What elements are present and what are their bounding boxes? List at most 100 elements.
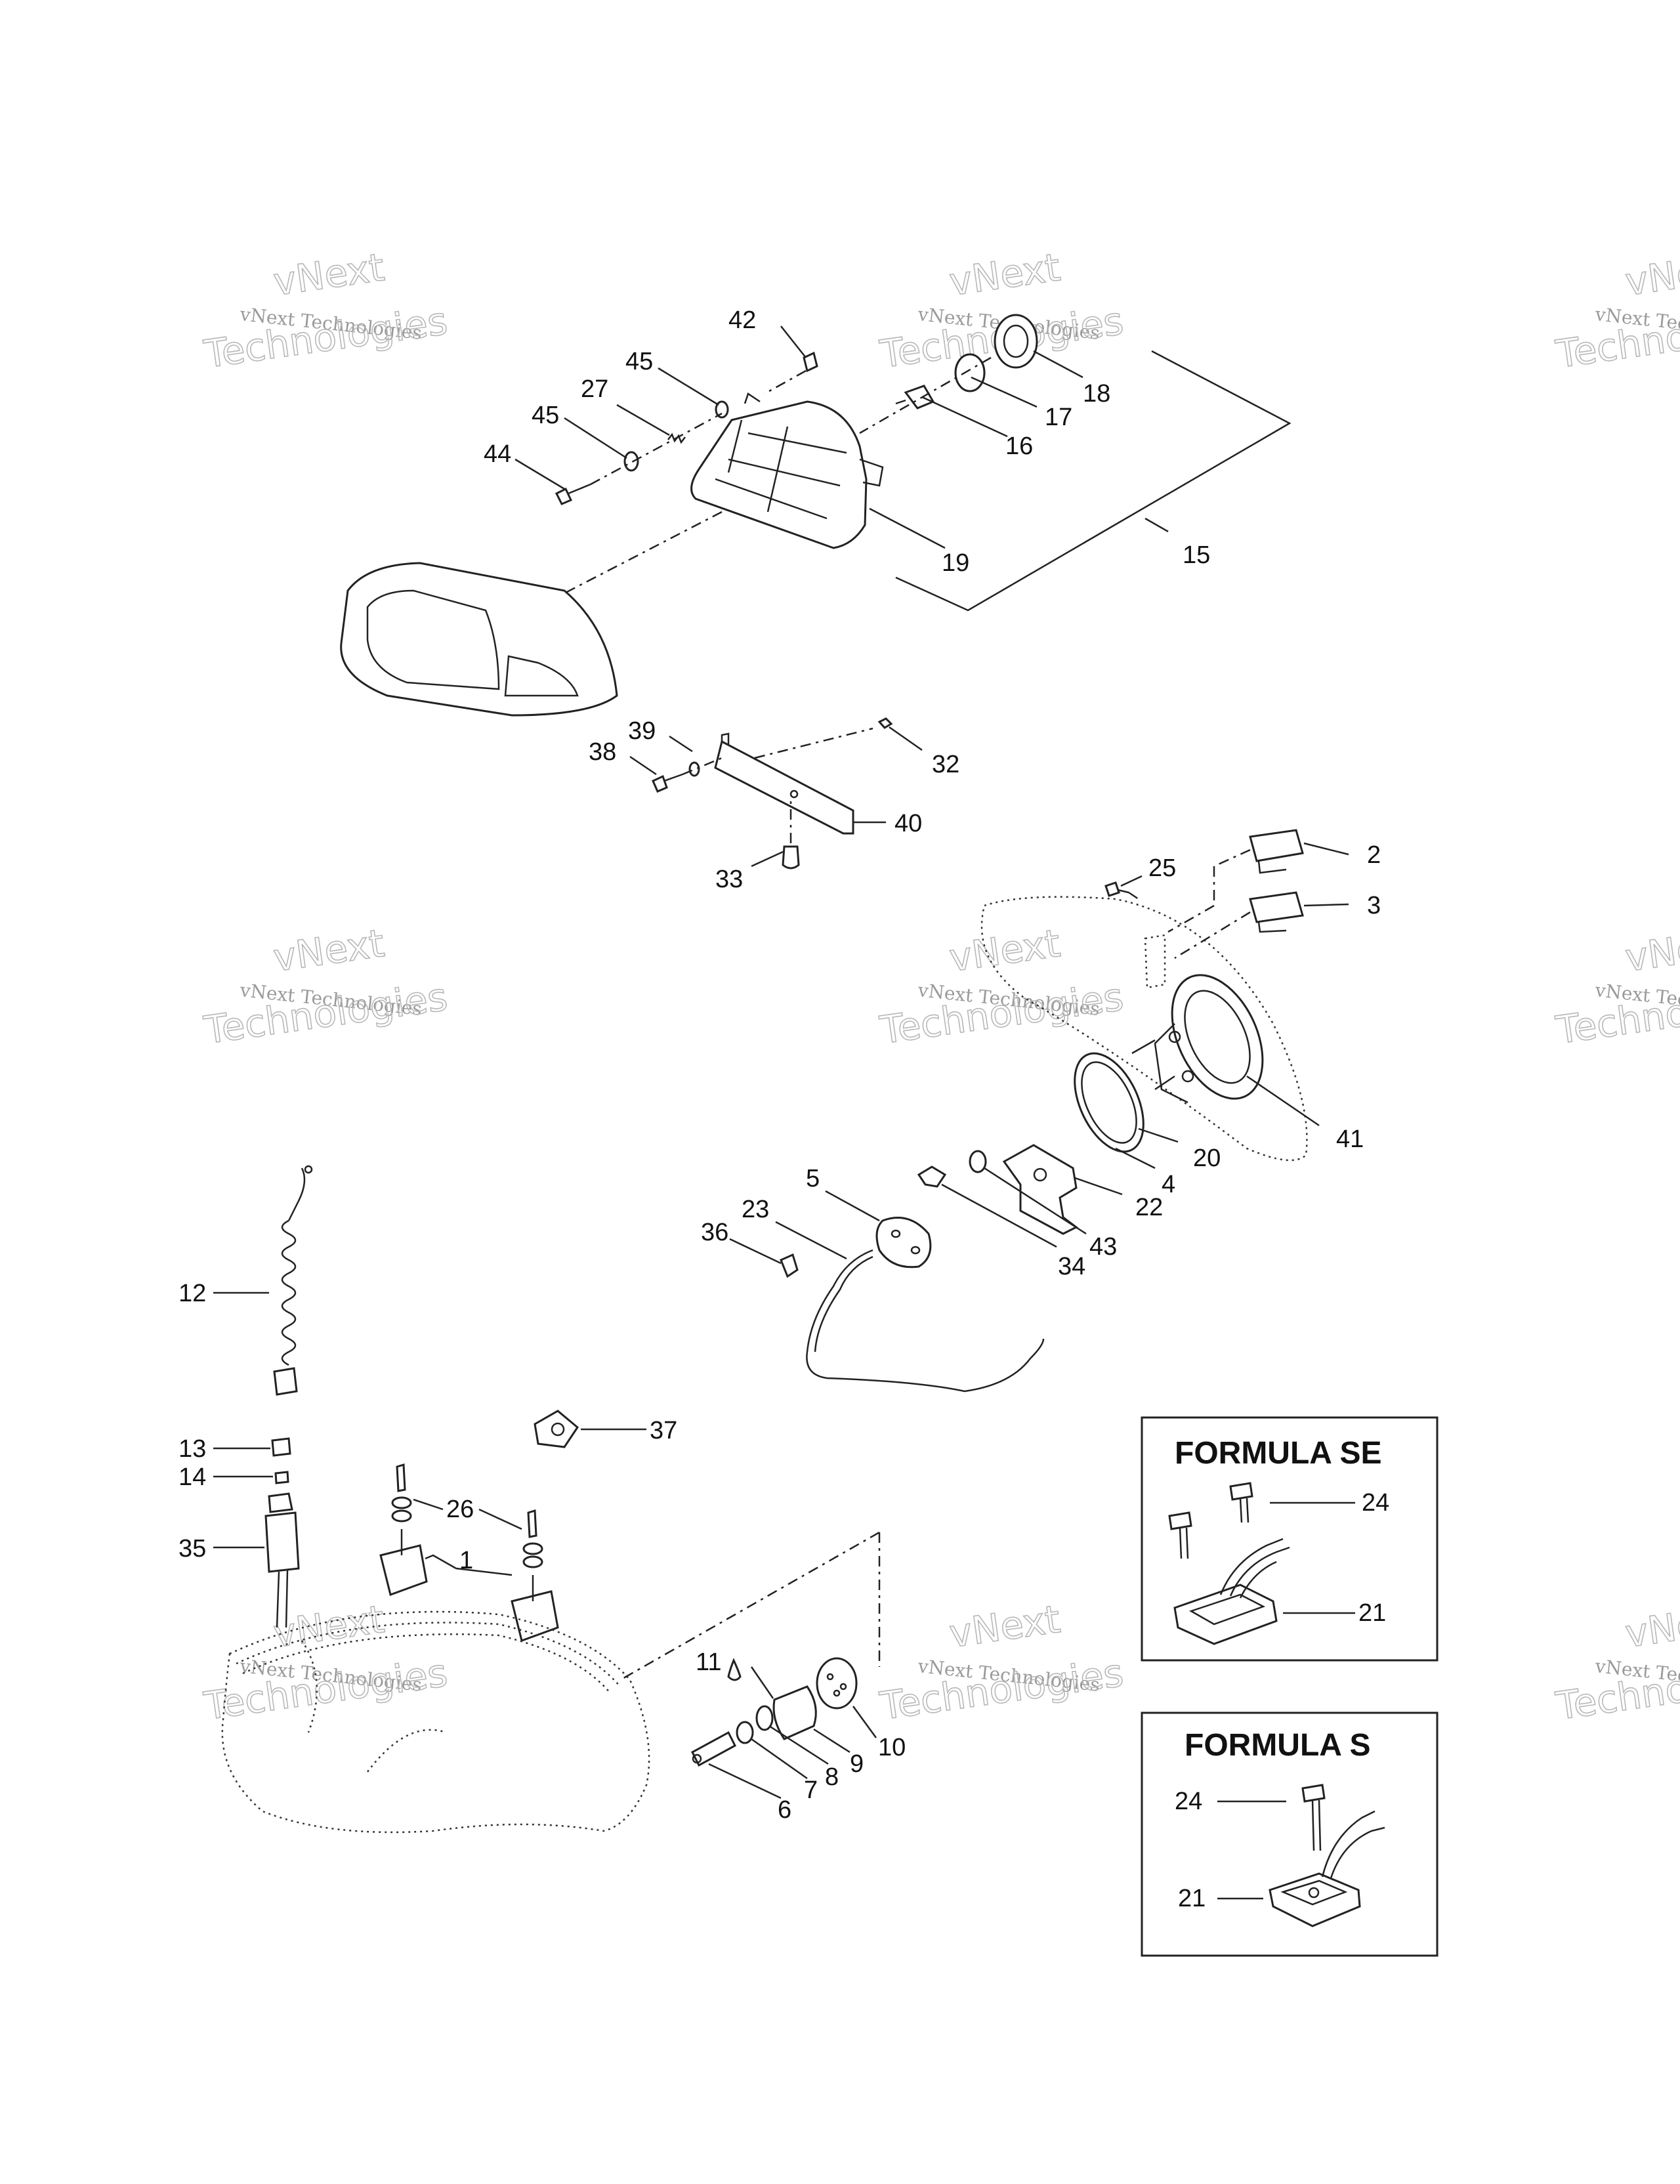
support-pad-left xyxy=(379,1463,428,1596)
watermark-top-right: vNext vNext Technologies Technologies xyxy=(1553,244,1680,377)
watermark-mid-left: vNext vNext Technologies Technologies xyxy=(201,920,451,1053)
callout-2: 2 xyxy=(1367,841,1381,869)
watermark-text: vNext xyxy=(1622,245,1680,304)
dust-cap xyxy=(994,314,1038,369)
o-ring-20 xyxy=(1074,1052,1144,1153)
callout-8: 8 xyxy=(825,1763,839,1791)
watermark-text: vNext xyxy=(270,1597,387,1656)
callout-26: 26 xyxy=(446,1496,474,1523)
support-pad-1 xyxy=(511,1590,559,1642)
watermark-text: Technologies xyxy=(877,975,1125,1053)
callout-39: 39 xyxy=(628,717,656,745)
callout-11: 11 xyxy=(696,1648,721,1676)
callout-7: 7 xyxy=(804,1776,818,1804)
tether-cord xyxy=(287,1167,306,1221)
washer-8 xyxy=(755,1705,774,1731)
bezel-outline xyxy=(340,562,618,717)
coil-cord-12 xyxy=(281,1219,297,1366)
assembly-bracket-line xyxy=(895,350,1292,612)
support-pad-1 xyxy=(379,1544,428,1596)
callout-19: 19 xyxy=(942,549,969,577)
callout-17: 17 xyxy=(1045,404,1072,431)
headlight-assembly xyxy=(524,314,1292,615)
callout-24: 24 xyxy=(1362,1489,1389,1517)
callout-42: 42 xyxy=(728,306,756,334)
gauge-bracket-22 xyxy=(1002,1144,1078,1235)
regulator-module xyxy=(1269,1872,1361,1927)
headlight-bulb xyxy=(895,385,935,410)
cable-23 xyxy=(806,1249,1045,1393)
bracket-40 xyxy=(714,740,854,835)
callout-33: 33 xyxy=(715,866,743,893)
callout-32: 32 xyxy=(932,751,959,778)
support-bracket xyxy=(652,717,893,870)
watermark-top-left: vNext vNext Technologies Technologies xyxy=(201,244,451,377)
headlight-housing xyxy=(690,400,868,549)
watermark-text: Technologies xyxy=(877,1650,1125,1729)
variant-title: FORMULA SE xyxy=(1175,1436,1382,1471)
washer-39 xyxy=(688,761,700,777)
switch-3 xyxy=(1249,891,1304,923)
watermark-mid-center: vNext vNext Technologies Technologies xyxy=(877,920,1127,1053)
screw-icon xyxy=(1301,1784,1326,1851)
nut-32 xyxy=(877,717,893,729)
callout-40: 40 xyxy=(894,810,922,837)
cap-13 xyxy=(271,1437,291,1457)
ignition-9 xyxy=(772,1685,817,1740)
washer-45 xyxy=(623,451,639,472)
variant-box-formula-s: FORMULA S 24 21 xyxy=(1141,1712,1438,1957)
connector-10 xyxy=(816,1657,858,1710)
watermark-text: vNext xyxy=(1622,1597,1680,1656)
switch-35 xyxy=(264,1511,300,1573)
callout-36: 36 xyxy=(701,1219,728,1246)
assembly-axis xyxy=(859,356,992,434)
callout-35: 35 xyxy=(178,1535,206,1563)
nut-7 xyxy=(736,1721,754,1744)
module-wires xyxy=(1321,1810,1376,1878)
watermark-text: vNext xyxy=(270,245,387,304)
screw-26 xyxy=(396,1463,406,1492)
callout-12: 12 xyxy=(178,1280,206,1307)
watermark-text: Technologies xyxy=(201,975,450,1053)
callout-9: 9 xyxy=(850,1750,864,1778)
module-wires xyxy=(1219,1538,1284,1595)
washer-43 xyxy=(969,1150,987,1173)
bulb-holder-5 xyxy=(875,1217,932,1269)
callout-20: 20 xyxy=(1193,1144,1221,1172)
callout-37: 37 xyxy=(650,1417,677,1444)
nut-42 xyxy=(803,351,818,373)
callout-16: 16 xyxy=(1005,432,1033,460)
watermark-text: vNext xyxy=(946,921,1062,980)
callout-25: 25 xyxy=(1148,854,1176,882)
callout-10: 10 xyxy=(878,1734,906,1761)
console-gauge xyxy=(780,829,1308,1393)
callout-23: 23 xyxy=(742,1196,769,1223)
callout-14: 14 xyxy=(178,1463,206,1491)
callout-45: 45 xyxy=(532,402,559,429)
watermark-text: vNext xyxy=(270,921,387,980)
callout-5: 5 xyxy=(806,1165,820,1192)
clip-37 xyxy=(534,1410,579,1448)
ignition-switch xyxy=(691,1657,858,1767)
callout-18: 18 xyxy=(1083,380,1110,408)
screw-44 xyxy=(555,483,591,505)
watermark-bottom-left: vNext vNext Technologies Technologies xyxy=(201,1596,451,1729)
assembly-axis xyxy=(524,511,723,615)
watermark-bottom-center: vNext vNext Technologies Technologies xyxy=(877,1596,1127,1729)
nut-14 xyxy=(274,1471,289,1484)
assembly-axis xyxy=(620,1531,880,1681)
washer-45 xyxy=(715,400,729,419)
screw-26 xyxy=(527,1509,537,1538)
callout-34: 34 xyxy=(1058,1253,1085,1280)
switch-cap xyxy=(268,1492,293,1513)
callout-13: 13 xyxy=(178,1435,206,1463)
callout-41: 41 xyxy=(1336,1125,1364,1153)
callout-43: 43 xyxy=(1089,1233,1117,1261)
leader-lines xyxy=(213,326,1349,1799)
connector-36 xyxy=(780,1253,799,1278)
gauge-body xyxy=(1154,1023,1188,1104)
watermark-text: vNext xyxy=(946,245,1062,304)
hood-bezel xyxy=(340,562,618,717)
callout-labels: 42 45 27 45 44 18 17 16 19 15 39 38 32 4… xyxy=(178,306,1381,1824)
